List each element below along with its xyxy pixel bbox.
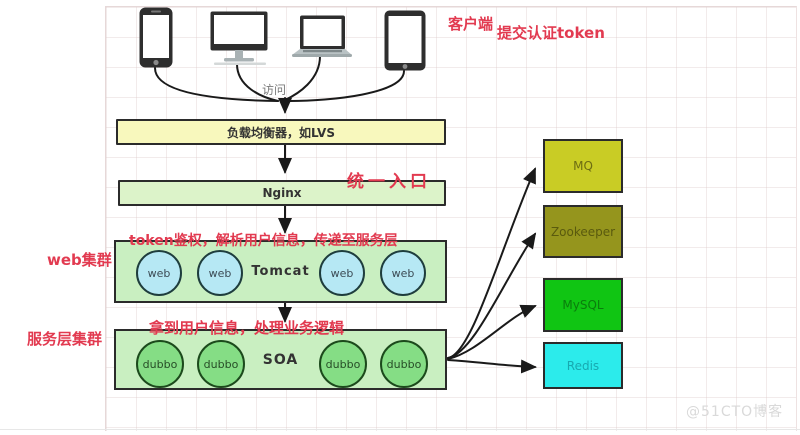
load-balancer-label: 负载均衡器，如LVS: [227, 125, 335, 140]
web-cluster-box[interactable]: Tomcat web web web web: [114, 240, 447, 303]
service-cluster-side-label: 服务层集群: [27, 330, 103, 348]
soa-label: SOA: [262, 351, 299, 368]
laptop-icon: [292, 15, 352, 57]
web-node-1[interactable]: web: [136, 250, 182, 296]
mysql-label: MySQL: [562, 298, 604, 312]
smartphone-icon: [139, 7, 173, 68]
tablet-icon: [384, 10, 426, 71]
dubbo-node-2[interactable]: dubbo: [197, 340, 245, 388]
web-cluster-side-label: web集群: [47, 251, 112, 269]
bottom-divider: [0, 429, 800, 430]
zookeeper-node[interactable]: Zookeeper: [543, 205, 623, 258]
dubbo-node-4[interactable]: dubbo: [380, 340, 428, 388]
dubbo-node-label: dubbo: [142, 357, 178, 371]
mq-node[interactable]: MQ: [543, 139, 623, 193]
dubbo-node-label: dubbo: [203, 357, 239, 371]
mysql-node[interactable]: MySQL: [543, 278, 623, 332]
unified-entry-annotation: 统一入口: [347, 172, 431, 192]
redis-label: Redis: [566, 358, 600, 373]
dubbo-node-label: dubbo: [386, 357, 422, 371]
web-node-label: web: [391, 266, 415, 280]
dubbo-node-1[interactable]: dubbo: [136, 340, 184, 388]
nginx-node[interactable]: Nginx: [118, 180, 446, 206]
web-node-label: web: [208, 266, 232, 280]
zookeeper-label: Zookeeper: [550, 224, 616, 239]
soa-cluster-box[interactable]: SOA dubbo dubbo dubbo dubbo: [114, 329, 447, 390]
web-node-label: web: [147, 266, 171, 280]
dubbo-node-3[interactable]: dubbo: [319, 340, 367, 388]
submit-token-annotation: 提交认证token: [497, 24, 605, 42]
client-annotation: 客户端: [448, 15, 494, 33]
web-node-label: web: [330, 266, 354, 280]
access-label: 访问: [262, 83, 287, 97]
nginx-label: Nginx: [262, 186, 302, 200]
tomcat-label: Tomcat: [251, 264, 310, 279]
web-node-3[interactable]: web: [319, 250, 365, 296]
desktop-monitor-icon: [210, 11, 268, 65]
mq-label: MQ: [573, 159, 593, 173]
token-auth-annotation: token鉴权，解析用户信息，传递至服务层: [129, 233, 398, 249]
web-node-4[interactable]: web: [380, 250, 426, 296]
redis-node[interactable]: Redis: [543, 342, 623, 389]
web-node-2[interactable]: web: [197, 250, 243, 296]
load-balancer-node[interactable]: 负载均衡器，如LVS: [116, 119, 446, 145]
get-user-info-annotation: 拿到用户信息，处理业务逻辑: [149, 319, 345, 337]
dubbo-node-label: dubbo: [325, 357, 361, 371]
watermark: @51CTO博客: [686, 404, 784, 420]
